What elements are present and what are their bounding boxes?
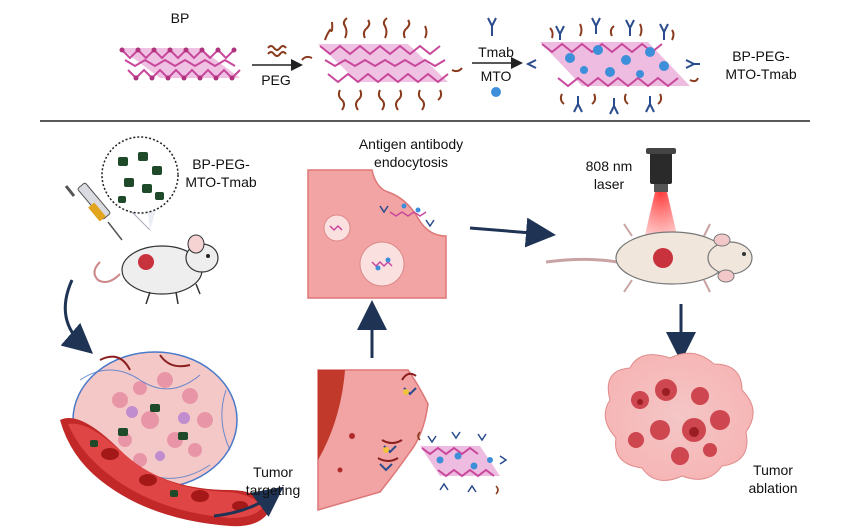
flow-arrow-targeting [213, 486, 284, 518]
product-label-line1: BP-PEG- [732, 48, 790, 64]
bp-peg-nanosheet [301, 17, 463, 111]
ablated-tumor [604, 352, 754, 481]
syringe-icon [64, 182, 123, 241]
peg-label: PEG [261, 72, 291, 88]
tumor-cell-binding [317, 369, 429, 511]
treated-mouse-icon [545, 223, 753, 293]
endocytosis-label-line1: Antigen antibody [358, 136, 464, 152]
injection-label-line1: BP-PEG- [192, 156, 250, 172]
flow-arrow-to-laser [469, 217, 556, 248]
mouse-icon [93, 234, 219, 305]
nanosheet-binding-cell [417, 431, 508, 495]
targeting-label-line1: Tumor [253, 464, 293, 480]
flow-arrow-to-tumor [60, 279, 94, 354]
mto-molecule-icon [491, 87, 501, 97]
bp-peg-mto-tmab-nanosheet [525, 17, 700, 115]
endocytosis-cell [307, 169, 447, 299]
endocytosis-label-line2: endocytosis [374, 154, 448, 170]
bp-nanosheet [119, 47, 241, 81]
blood-vessel [60, 418, 270, 527]
nanoparticle-zoom-circle [101, 136, 179, 231]
tmab-label: Tmab [478, 44, 514, 60]
antibody-icon [487, 17, 497, 36]
laser-label-line1: 808 nm [585, 158, 633, 174]
ablation-label-line2: ablation [748, 480, 798, 496]
ablation-label-line1: Tumor [753, 462, 793, 478]
laser-label-line2: laser [593, 176, 625, 192]
peg-arrow [252, 45, 303, 71]
product-label-line2: MTO-Tmab [725, 66, 797, 82]
bp-label: BP [170, 10, 190, 26]
injection-label-line2: MTO-Tmab [185, 174, 257, 190]
targeting-label-line2: targeting [245, 482, 301, 498]
tmab-mto-arrow [472, 17, 523, 97]
mto-label: MTO [480, 68, 512, 84]
